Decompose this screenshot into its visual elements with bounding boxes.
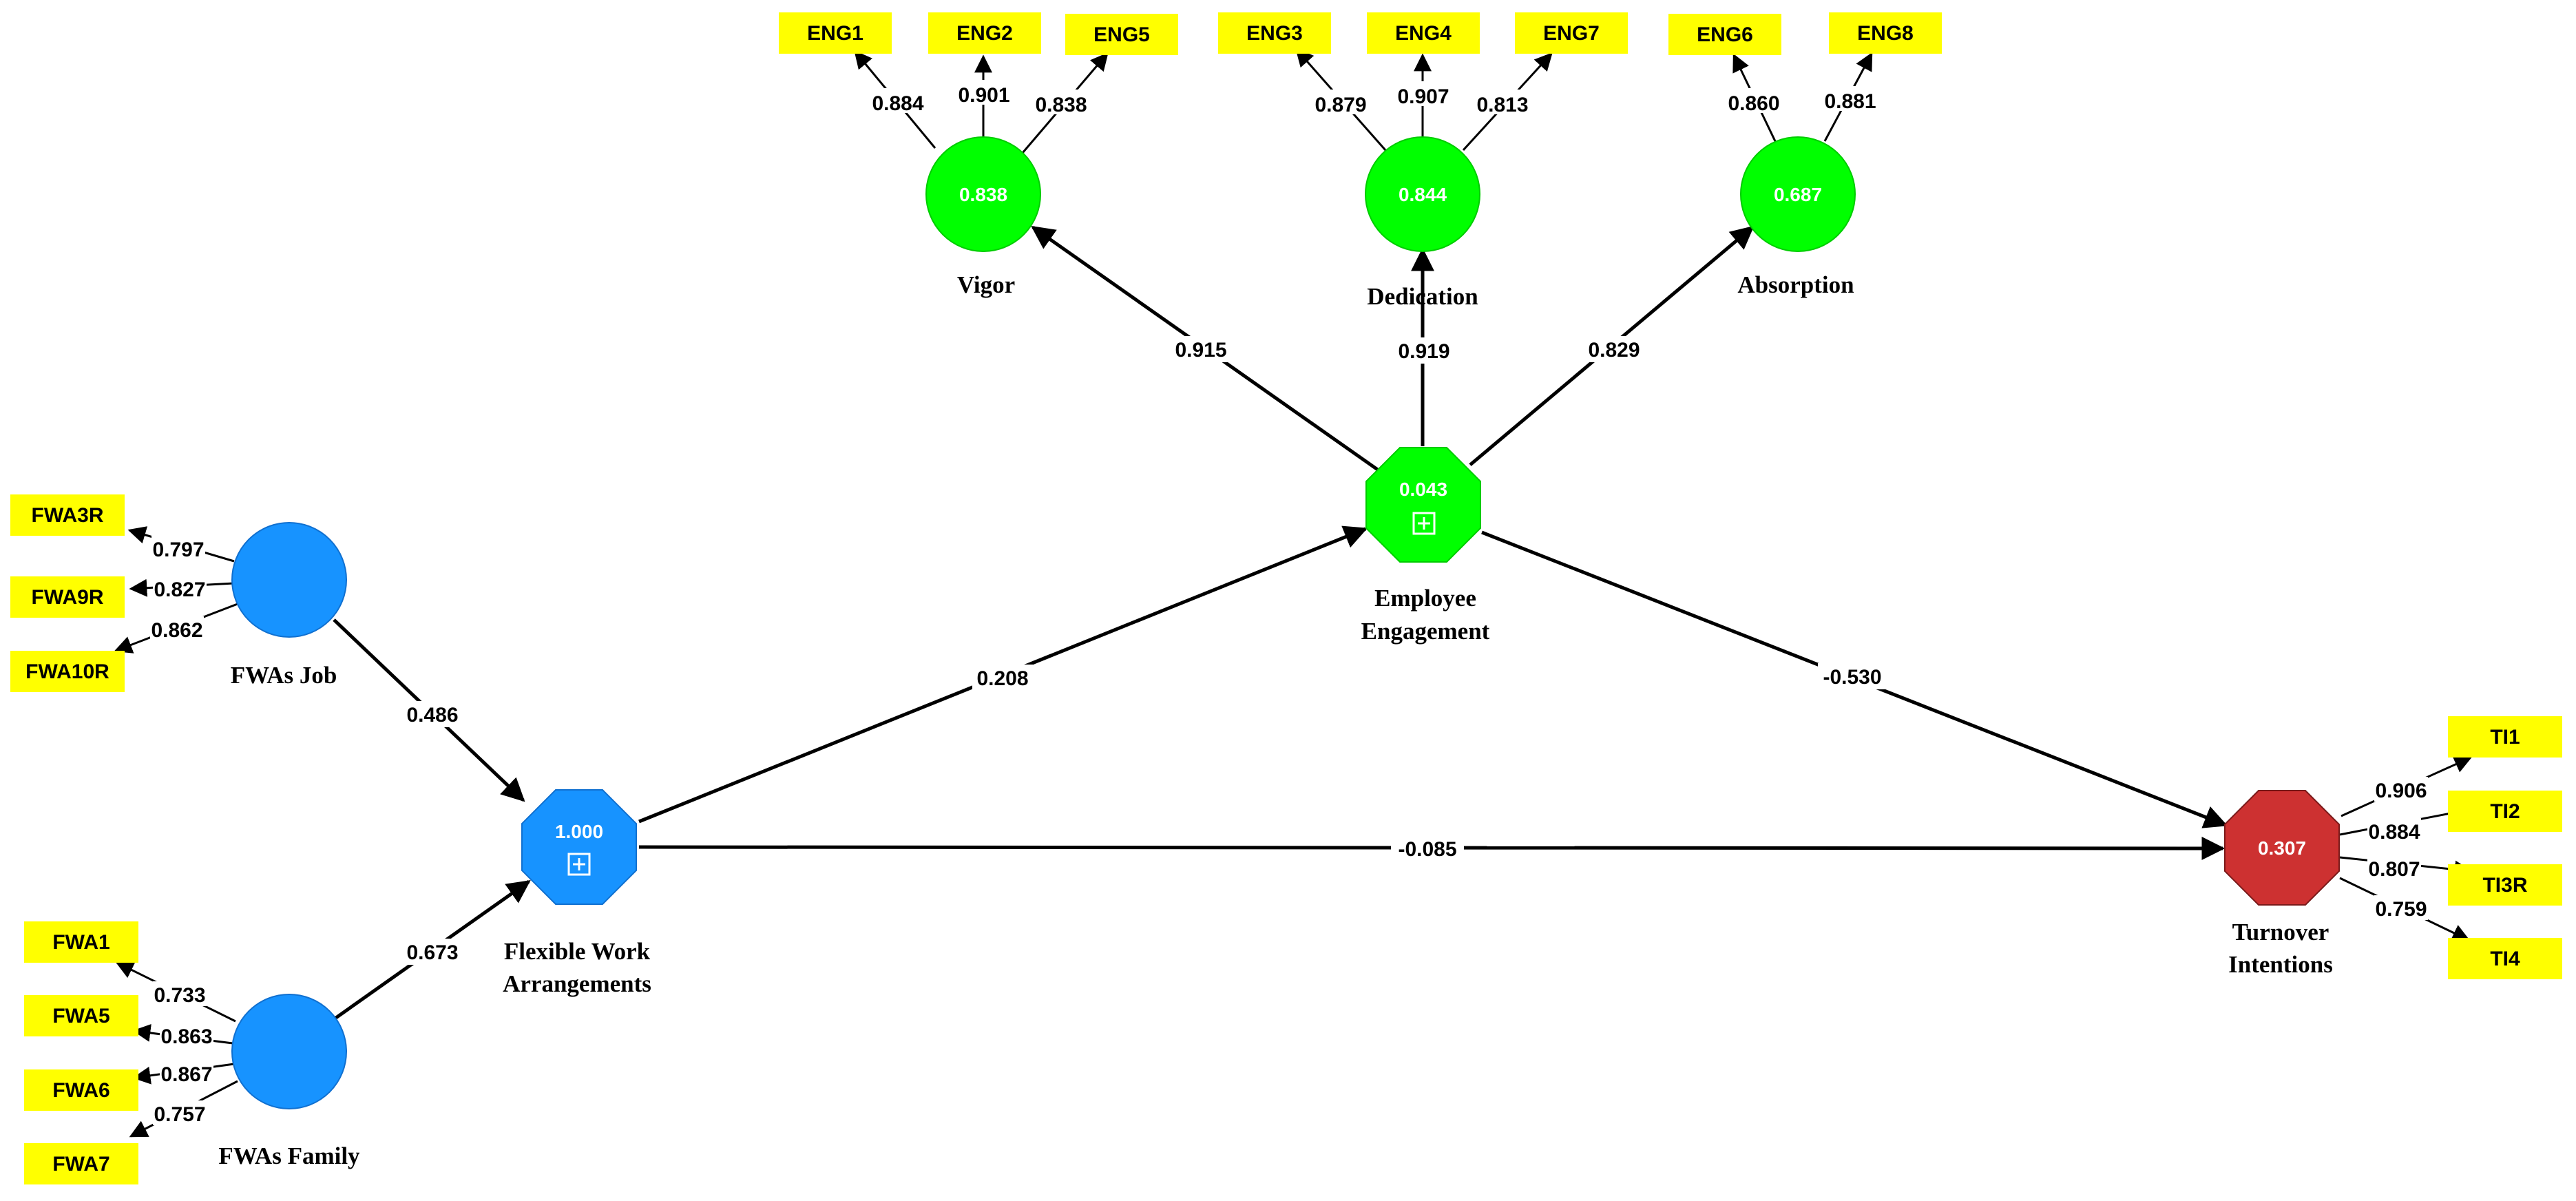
loading-value-ti4: 0.759 (2375, 898, 2427, 921)
path-value-fwa-ti: -0.085 (1398, 838, 1456, 861)
indicator-label: ENG1 (807, 22, 863, 45)
indicator-eng7[interactable]: ENG7 (1515, 12, 1628, 54)
loading-paths (114, 48, 2474, 1138)
indicator-label: ENG5 (1093, 23, 1150, 46)
indicator-label: TI2 (2490, 800, 2520, 823)
plus-square-icon[interactable] (1412, 512, 1436, 535)
construct-label: Flexible Work (504, 938, 651, 965)
indicator-fwa3r[interactable]: FWA3R (10, 494, 125, 536)
loading-value-eng2: 0.901 (958, 84, 1009, 107)
construct-label: Intentions (2228, 951, 2333, 978)
loading-value-eng3: 0.879 (1315, 94, 1366, 116)
indicators: ENG1 ENG2 ENG5 ENG3 ENG4 ENG7 ENG6 (10, 12, 2562, 1184)
construct-label: FWAs Job (231, 662, 337, 689)
indicator-label: ENG3 (1246, 22, 1303, 45)
path-value-ee-ti: -0.530 (1823, 666, 1881, 689)
indicator-eng4[interactable]: ENG4 (1367, 12, 1480, 54)
construct-label: FWAs Family (218, 1142, 360, 1169)
indicator-label: FWA7 (52, 1153, 109, 1176)
construct-label: Employee (1374, 585, 1476, 612)
loading-value-ti3r: 0.807 (2368, 858, 2420, 881)
indicator-fwa1[interactable]: FWA1 (24, 921, 138, 963)
indicator-label: FWA3R (32, 504, 104, 527)
structural-paths (333, 225, 2228, 1021)
construct-vigor[interactable]: 0.838 Vigor (925, 136, 1041, 298)
path-value-ee-vigor: 0.915 (1175, 339, 1226, 362)
indicator-label: ENG8 (1857, 22, 1914, 45)
path-value-fwasjob-fwa: 0.486 (406, 704, 458, 727)
loading-value-fwa9r: 0.827 (154, 578, 205, 601)
loading-value-eng4: 0.907 (1397, 85, 1449, 108)
construct-value: 1.000 (555, 821, 603, 842)
construct-value: 0.307 (2258, 837, 2306, 859)
loading-value-ti1: 0.906 (2375, 780, 2427, 802)
indicator-label: ENG2 (956, 22, 1013, 45)
construct-value: 0.838 (959, 184, 1007, 205)
path-value-ee-absorption: 0.829 (1588, 339, 1640, 362)
construct-fwas-job[interactable]: FWAs Job (231, 522, 347, 689)
loading-value-eng6: 0.860 (1728, 92, 1779, 115)
indicator-label: TI4 (2490, 948, 2520, 970)
indicator-fwa5[interactable]: FWA5 (24, 995, 138, 1036)
construct-absorption[interactable]: 0.687 Absorption (1737, 136, 1856, 298)
loading-value-ti2: 0.884 (2368, 821, 2420, 844)
path-value-fwa-ee: 0.208 (976, 667, 1028, 690)
construct-label: Absorption (1737, 271, 1854, 298)
loading-value-fwa3r: 0.797 (152, 539, 204, 561)
indicator-fwa9r[interactable]: FWA9R (10, 576, 125, 618)
indicator-label: FWA1 (52, 931, 109, 954)
indicator-label: FWA6 (52, 1079, 109, 1102)
path-coefficients: 0.915 0.919 0.829 0.486 0.673 0.208 -0.5… (402, 336, 1887, 965)
indicator-fwa7[interactable]: FWA7 (24, 1143, 138, 1184)
construct-label: Vigor (957, 271, 1015, 298)
indicator-label: FWA10R (25, 660, 109, 683)
indicator-label: FWA9R (32, 586, 104, 609)
loading-values: 0.884 0.901 0.838 0.879 0.907 0.813 0.86… (150, 80, 2428, 1126)
loading-value-eng7: 0.813 (1476, 94, 1528, 116)
construct-turnover-intentions[interactable]: 0.307 Turnover Intentions (2224, 790, 2340, 978)
construct-value: 0.043 (1399, 479, 1447, 500)
construct-value: 0.844 (1399, 184, 1447, 205)
loading-value-eng8: 0.881 (1824, 90, 1876, 113)
indicator-label: ENG4 (1395, 22, 1452, 45)
construct-value: 0.687 (1774, 184, 1822, 205)
indicator-eng6[interactable]: ENG6 (1668, 14, 1781, 55)
indicator-eng2[interactable]: ENG2 (928, 12, 1041, 54)
plus-square-icon[interactable] (567, 853, 591, 876)
loading-value-fwa6: 0.867 (160, 1063, 212, 1086)
indicator-label: ENG6 (1697, 23, 1753, 46)
indicator-fwa6[interactable]: FWA6 (24, 1069, 138, 1111)
loading-value-fwa1: 0.733 (154, 984, 205, 1007)
construct-employee-engagement[interactable]: 0.043 Employee Engagement (1361, 447, 1490, 645)
loading-value-eng5: 0.838 (1035, 94, 1087, 116)
indicator-label: TI1 (2490, 726, 2520, 749)
indicator-ti2[interactable]: TI2 (2448, 791, 2562, 832)
construct-label: Engagement (1361, 618, 1490, 645)
indicator-label: ENG7 (1543, 22, 1600, 45)
indicator-ti3r[interactable]: TI3R (2448, 864, 2562, 906)
indicator-eng5[interactable]: ENG5 (1065, 14, 1178, 55)
loading-value-fwa10r: 0.862 (151, 619, 202, 642)
construct-fwas-family[interactable]: FWAs Family (218, 994, 360, 1169)
construct-dedication[interactable]: 0.844 Dedication (1365, 136, 1480, 310)
indicator-ti1[interactable]: TI1 (2448, 716, 2562, 758)
indicator-eng1[interactable]: ENG1 (779, 12, 892, 54)
construct-label: Turnover (2232, 919, 2329, 946)
loading-value-fwa5: 0.863 (160, 1025, 212, 1048)
construct-label: Arrangements (503, 970, 651, 997)
construct-label: Dedication (1367, 283, 1478, 310)
indicator-eng8[interactable]: ENG8 (1829, 12, 1942, 54)
indicator-label: FWA5 (52, 1005, 109, 1027)
path-value-fwasfamily-fwa: 0.673 (406, 941, 458, 964)
loading-value-fwa7: 0.757 (154, 1103, 205, 1126)
indicator-eng3[interactable]: ENG3 (1218, 12, 1331, 54)
indicator-ti4[interactable]: TI4 (2448, 938, 2562, 979)
indicator-label: TI3R (2482, 874, 2527, 897)
indicator-fwa10r[interactable]: FWA10R (10, 651, 125, 692)
construct-flexible-work-arrangements[interactable]: 1.000 Flexible Work Arrangements (503, 789, 651, 997)
loading-value-eng1: 0.884 (872, 92, 923, 115)
path-value-ee-dedication: 0.919 (1398, 340, 1449, 363)
